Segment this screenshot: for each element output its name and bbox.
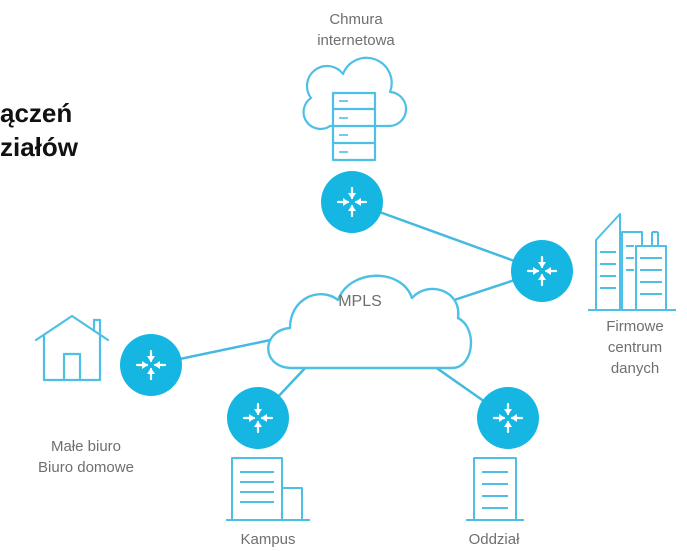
router-icon <box>321 171 383 233</box>
internet-cloud-label-line-2: internetowa <box>317 32 395 49</box>
router-icon <box>227 387 289 449</box>
datacenter-label: Firmowe centrum danych <box>590 316 680 379</box>
router-icon <box>477 387 539 449</box>
mpls-label: MPLS <box>338 293 382 310</box>
branch-label: Oddział <box>468 531 520 548</box>
link-internet-datacenter <box>351 200 543 273</box>
internet-cloud-label: Chmura internetowa <box>300 9 412 51</box>
building-icon <box>466 457 524 521</box>
small-office-label-line-2: Biuro domowe <box>38 459 134 476</box>
router-icon <box>511 240 573 302</box>
datacenter-label-line-2: centrum <box>607 339 663 356</box>
datacenter-label-line-1: Firmowe <box>606 318 664 335</box>
router-icon <box>120 334 182 396</box>
datacenter-label-line-3: danych <box>610 360 660 377</box>
page-title: ączeń ziałów <box>0 96 78 164</box>
cloud-icon <box>267 274 473 370</box>
cloud-server-icon <box>302 56 408 162</box>
small-office-label-line-1: Małe biuro <box>50 438 122 455</box>
buildings-icon <box>588 213 676 311</box>
page-title-line-2: ziałów <box>0 132 79 162</box>
internet-cloud-label-line-1: Chmura <box>329 11 383 28</box>
campus-label: Kampus <box>240 531 296 548</box>
house-icon <box>34 314 110 382</box>
building-icon <box>226 457 310 521</box>
small-office-label: Małe biuro Biuro domowe <box>24 436 148 478</box>
page-title-line-1: ączeń <box>0 98 73 128</box>
